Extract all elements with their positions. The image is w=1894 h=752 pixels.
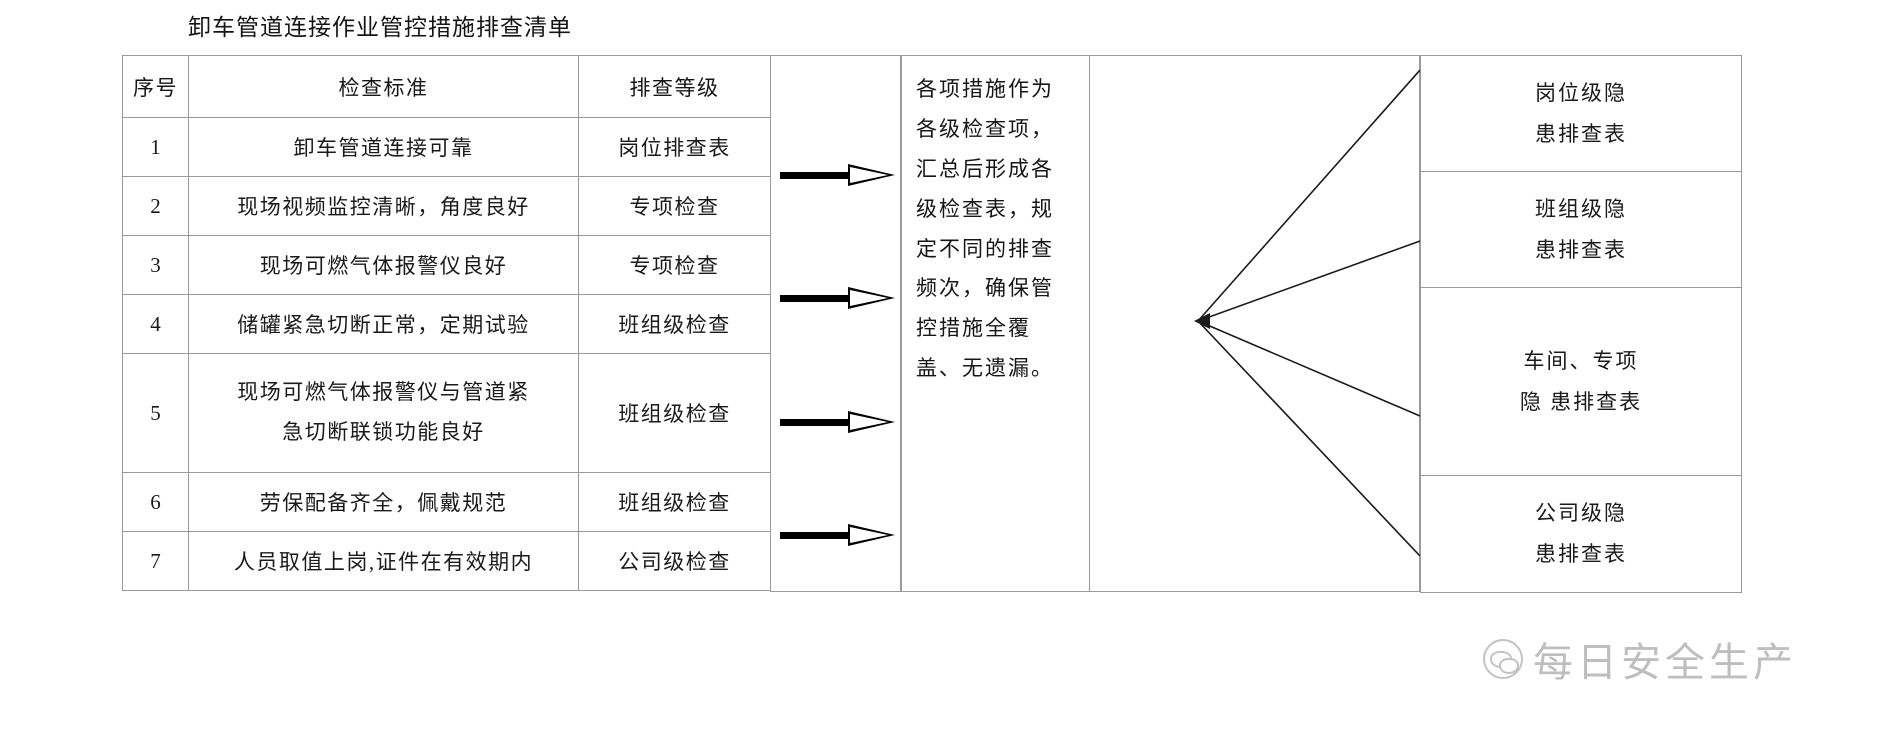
output-table-cell: 班组级隐 患排查表	[1420, 171, 1742, 288]
table-row: 3 现场可燃气体报警仪良好 专项检查	[122, 235, 771, 295]
checklist-diagram: 序号 检查标准 排查等级 1 卸车管道连接可靠 岗位排查表 2 现场视频监控清晰…	[122, 55, 1742, 593]
row-standard-line2: 急切断联锁功能良好	[282, 420, 485, 444]
table-row: 6 劳保配备齐全，佩戴规范 班组级检查	[122, 472, 771, 532]
output-table-line2: 隐 患排查表	[1519, 389, 1643, 414]
row-standard: 现场可燃气体报警仪与管道紧 急切断联锁功能良好	[188, 353, 579, 473]
table-row: 2 现场视频监控清晰，角度良好 专项检查	[122, 176, 771, 236]
row-standard: 卸车管道连接可靠	[188, 117, 579, 177]
column-header-standard: 检查标准	[188, 55, 579, 118]
row-standard: 劳保配备齐全，佩戴规范	[188, 472, 579, 532]
right-arrow-icon	[780, 287, 895, 309]
row-standard: 人员取值上岗,证件在有效期内	[188, 531, 579, 591]
row-level: 班组级检查	[578, 353, 771, 473]
summary-cell: 各项措施作为各级检查项，汇总后形成各级检查表，规定不同的排查频次，确保管控措施全…	[901, 55, 1090, 592]
output-table-cell: 岗位级隐 患排查表	[1420, 55, 1742, 172]
right-arrow-icon	[780, 411, 895, 433]
row-standard: 现场可燃气体报警仪良好	[188, 235, 579, 295]
arrow-connector-column	[770, 55, 901, 592]
output-tables-list: 岗位级隐 患排查表 班组级隐 患排查表 车间、专项 隐 患排查表 公司级隐	[1420, 55, 1742, 593]
row-seq: 2	[122, 176, 189, 236]
fan-connector-column	[1090, 55, 1420, 592]
right-arrow-icon	[780, 164, 895, 186]
table-header-row: 序号 检查标准 排查等级	[122, 55, 771, 118]
row-standard: 储罐紧急切断正常，定期试验	[188, 294, 579, 354]
output-table-line1: 公司级隐	[1535, 501, 1627, 526]
row-seq: 4	[122, 294, 189, 354]
row-standard-line1: 现场可燃气体报警仪与管道紧	[237, 380, 530, 405]
row-level: 公司级检查	[578, 531, 771, 591]
row-seq: 1	[122, 117, 189, 177]
output-table-line2: 患排查表	[1535, 121, 1627, 146]
page-title: 卸车管道连接作业管控措施排查清单	[188, 15, 572, 40]
summary-text: 各项措施作为各级检查项，汇总后形成各级检查表，规定不同的排查频次，确保管控措施全…	[916, 77, 1054, 381]
arrow-head-fill	[850, 167, 888, 183]
row-level: 专项检查	[578, 235, 771, 295]
table-row: 4 储罐紧急切断正常，定期试验 班组级检查	[122, 294, 771, 354]
arrow-shaft	[780, 532, 852, 539]
wechat-icon	[1483, 639, 1523, 679]
row-seq: 6	[122, 472, 189, 532]
list-item: 班组级隐 患排查表	[1420, 171, 1742, 288]
list-item: 公司级隐 患排查表	[1420, 475, 1742, 593]
arrow-head-fill	[850, 290, 888, 306]
output-table-line1: 班组级隐	[1535, 196, 1627, 221]
table-row: 5 现场可燃气体报警仪与管道紧 急切断联锁功能良好 班组级检查	[122, 353, 771, 473]
watermark: 每日安全生产	[1483, 630, 1797, 688]
row-level: 岗位排查表	[578, 117, 771, 177]
row-level: 班组级检查	[578, 294, 771, 354]
arrow-head-fill	[850, 414, 888, 430]
checklist-table: 序号 检查标准 排查等级 1 卸车管道连接可靠 岗位排查表 2 现场视频监控清晰…	[122, 55, 771, 591]
table-row: 7 人员取值上岗,证件在有效期内 公司级检查	[122, 531, 771, 591]
row-standard: 现场视频监控清晰，角度良好	[188, 176, 579, 236]
arrow-shaft	[780, 419, 852, 426]
list-item: 车间、专项 隐 患排查表	[1420, 287, 1742, 476]
row-level: 专项检查	[578, 176, 771, 236]
row-seq: 5	[122, 353, 189, 473]
arrow-shaft	[780, 295, 852, 302]
output-table-line1: 车间、专项	[1523, 348, 1639, 373]
right-arrow-icon	[780, 524, 895, 546]
output-table-line2: 患排查表	[1535, 237, 1627, 262]
output-table-cell: 公司级隐 患排查表	[1420, 475, 1742, 593]
column-header-level: 排查等级	[578, 55, 771, 118]
converging-lines-icon	[1194, 69, 1420, 557]
column-header-seq: 序号	[122, 55, 189, 118]
output-table-cell: 车间、专项 隐 患排查表	[1420, 287, 1742, 476]
arrow-shaft	[780, 172, 852, 179]
table-row: 1 卸车管道连接可靠 岗位排查表	[122, 117, 771, 177]
output-table-line2: 患排查表	[1535, 542, 1627, 566]
arrow-head-fill	[850, 527, 888, 543]
row-seq: 3	[122, 235, 189, 295]
watermark-account-name: 每日安全生产	[1533, 640, 1797, 685]
row-level: 班组级检查	[578, 472, 771, 532]
output-table-line1: 岗位级隐	[1535, 80, 1627, 105]
list-item: 岗位级隐 患排查表	[1420, 55, 1742, 172]
row-seq: 7	[122, 531, 189, 591]
